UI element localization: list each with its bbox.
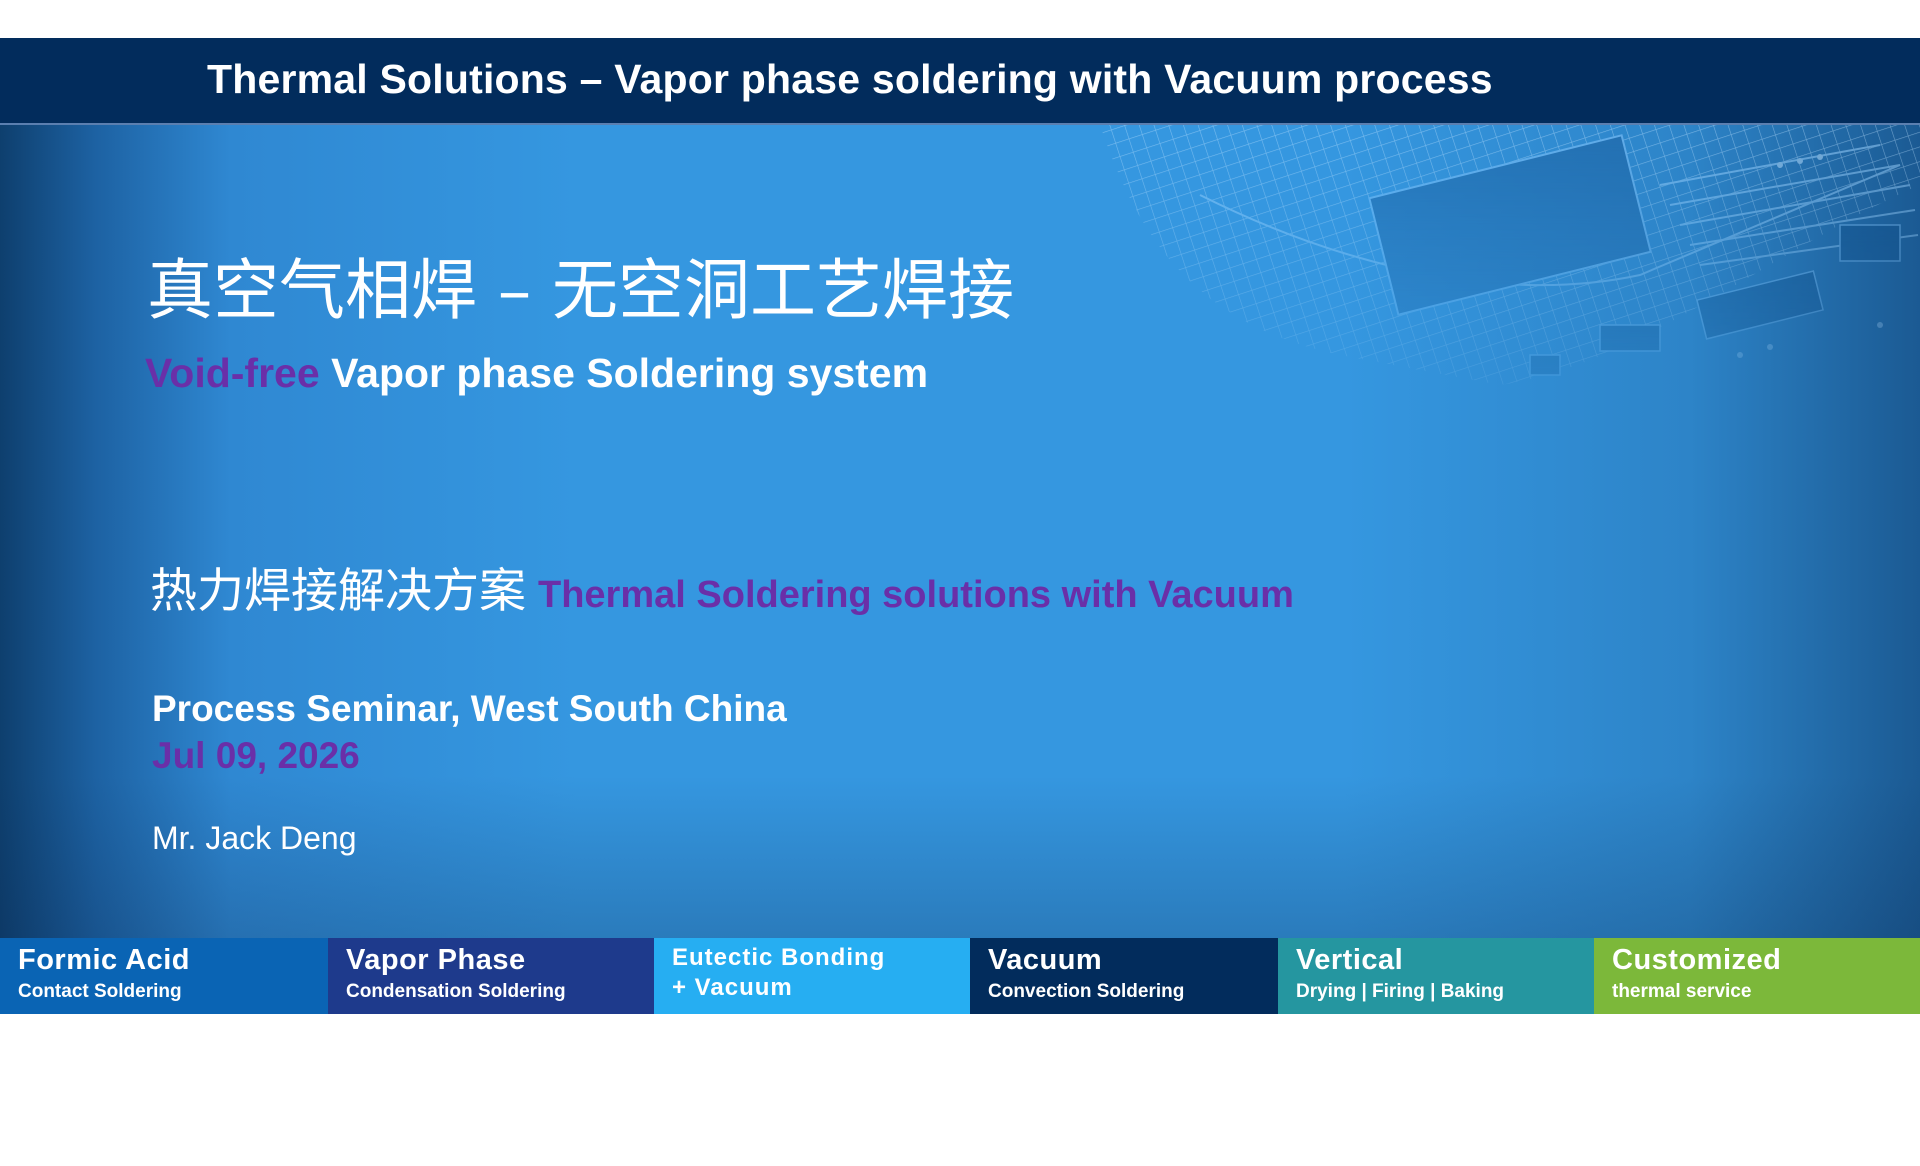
category-bar: Formic Acid Contact Soldering Vapor Phas… xyxy=(0,938,1920,1014)
category-name: Vacuum xyxy=(988,944,1103,976)
solutions-chinese: 热力焊接解决方案 xyxy=(150,564,526,619)
category-sub: Convection Soldering xyxy=(988,981,1185,1002)
banner-title: Thermal Solutions – Vapor phase solderin… xyxy=(207,56,1493,102)
category-vacuum: Vacuum Convection Soldering xyxy=(970,938,1278,1014)
top-banner: Thermal Solutions – Vapor phase solderin… xyxy=(0,38,1920,125)
category-name: Vapor Phase xyxy=(346,944,526,976)
category-name: Eutectic Bonding xyxy=(672,944,886,971)
category-vapor-phase: Vapor Phase Condensation Soldering xyxy=(328,938,654,1014)
category-name: Vertical xyxy=(1296,944,1404,976)
circuit-board-graphic xyxy=(1100,125,1920,385)
category-sub: + Vacuum xyxy=(672,974,793,1001)
seminar-name: Process Seminar, West South China xyxy=(152,688,787,729)
category-sub: Condensation Soldering xyxy=(346,981,566,1002)
english-subtitle: Void-free Vapor phase Soldering system xyxy=(145,350,928,397)
solutions-line: 热力焊接解决方案 Thermal Soldering solutions with… xyxy=(150,552,1294,621)
category-sub: thermal service xyxy=(1612,981,1752,1002)
slide-shade xyxy=(0,125,1920,938)
presenter-name: Mr. Jack Deng xyxy=(152,820,357,856)
seminar-date: Jul 09, 2026 xyxy=(152,735,360,776)
solutions-english: Thermal Soldering solutions with Vacuum xyxy=(538,574,1294,616)
category-name: Customized xyxy=(1612,944,1782,976)
category-eutectic-bonding: Eutectic Bonding + Vacuum xyxy=(654,938,970,1014)
category-sub: Drying | Firing | Baking xyxy=(1296,981,1505,1002)
category-formic-acid: Formic Acid Contact Soldering xyxy=(0,938,328,1014)
category-customized: Customized thermal service xyxy=(1594,938,1920,1014)
category-vertical: Vertical Drying | Firing | Baking xyxy=(1278,938,1594,1014)
slide-body: 真空气相焊 – 无空洞工艺焊接 Void-free Vapor phase So… xyxy=(0,125,1920,938)
chinese-title: 真空气相焊 – 无空洞工艺焊接 xyxy=(147,252,1014,329)
category-name: Formic Acid xyxy=(18,944,191,976)
subtitle-accent: Void-free xyxy=(145,350,320,396)
subtitle-rest: Vapor phase Soldering system xyxy=(331,350,929,396)
category-sub: Contact Soldering xyxy=(18,981,182,1002)
